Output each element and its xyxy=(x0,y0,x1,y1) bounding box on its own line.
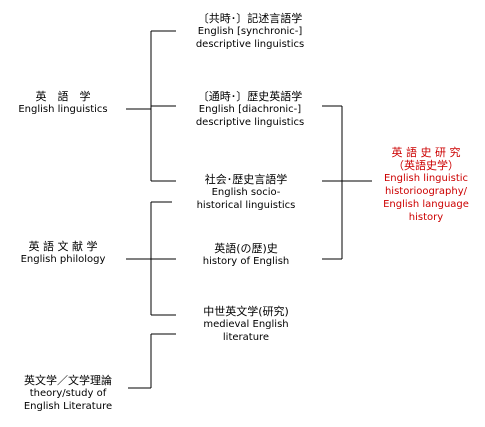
field-english-literature-theory-en1: theory/study of xyxy=(29,388,107,399)
field-english-philology-en: English philology xyxy=(20,254,106,265)
field-english-philology-jp: 英 語 文 献 学 xyxy=(28,240,98,253)
subfield-synchronic: 〔共時･〕記述言語学 English [synchronic-] descrip… xyxy=(180,12,320,51)
result-en2: historioography/ xyxy=(384,186,468,197)
subfield-diachronic-en2: descriptive linguistics xyxy=(195,117,305,128)
subfield-sociohistorical: 社会･歴史言語学 English socio- historical lingu… xyxy=(176,173,316,212)
field-english-philology: 英 語 文 献 学 English philology xyxy=(8,240,118,266)
subfield-sociohistorical-en1: English socio- xyxy=(211,187,281,198)
subfield-medieval-literature: 中世英文学(研究) medieval English literature xyxy=(176,305,316,344)
subfield-history-of-english: 英語(の歴)史 history of English xyxy=(176,242,316,268)
field-english-linguistics-jp: 英 語 学 xyxy=(35,90,91,103)
subfield-diachronic-jp: 〔通時･〕歴史英語学 xyxy=(197,90,303,103)
subfield-diachronic: 〔通時･〕歴史英語学 English [diachronic-] descrip… xyxy=(180,90,320,129)
subfield-synchronic-jp: 〔共時･〕記述言語学 xyxy=(197,12,303,25)
subfield-sociohistorical-en2: historical linguistics xyxy=(196,200,296,211)
subfield-diachronic-en1: English [diachronic-] xyxy=(198,104,302,115)
subfield-history-of-english-jp: 英語(の歴)史 xyxy=(214,242,278,255)
subfield-synchronic-en2: descriptive linguistics xyxy=(195,39,305,50)
result-en4: history xyxy=(408,212,444,223)
subfield-sociohistorical-jp: 社会･歴史言語学 xyxy=(204,173,288,186)
result-en1: English linguistic xyxy=(383,173,469,184)
result-english-language-history: 英 語 史 研 究 （英語史学） English linguistic hist… xyxy=(371,146,481,224)
subfield-medieval-literature-jp: 中世英文学(研究) xyxy=(203,305,289,318)
subfield-history-of-english-en1: history of English xyxy=(202,256,290,267)
subfield-synchronic-en1: English [synchronic-] xyxy=(197,26,303,37)
field-english-literature-theory-jp: 英文学／文学理論 xyxy=(24,374,112,387)
field-english-literature-theory: 英文学／文学理論 theory/study of English Literat… xyxy=(10,374,126,413)
subfield-medieval-literature-en2: literature xyxy=(222,332,270,343)
subfield-medieval-literature-en1: medieval English xyxy=(203,319,289,330)
field-english-linguistics: 英 語 学 English linguistics xyxy=(8,90,118,116)
field-english-literature-theory-en2: English Literature xyxy=(23,401,113,412)
field-english-linguistics-en: English linguistics xyxy=(18,104,108,115)
result-jp1: 英 語 史 研 究 xyxy=(391,146,461,159)
result-en3: English language xyxy=(383,199,469,210)
result-jp2: （英語史学） xyxy=(393,159,459,172)
